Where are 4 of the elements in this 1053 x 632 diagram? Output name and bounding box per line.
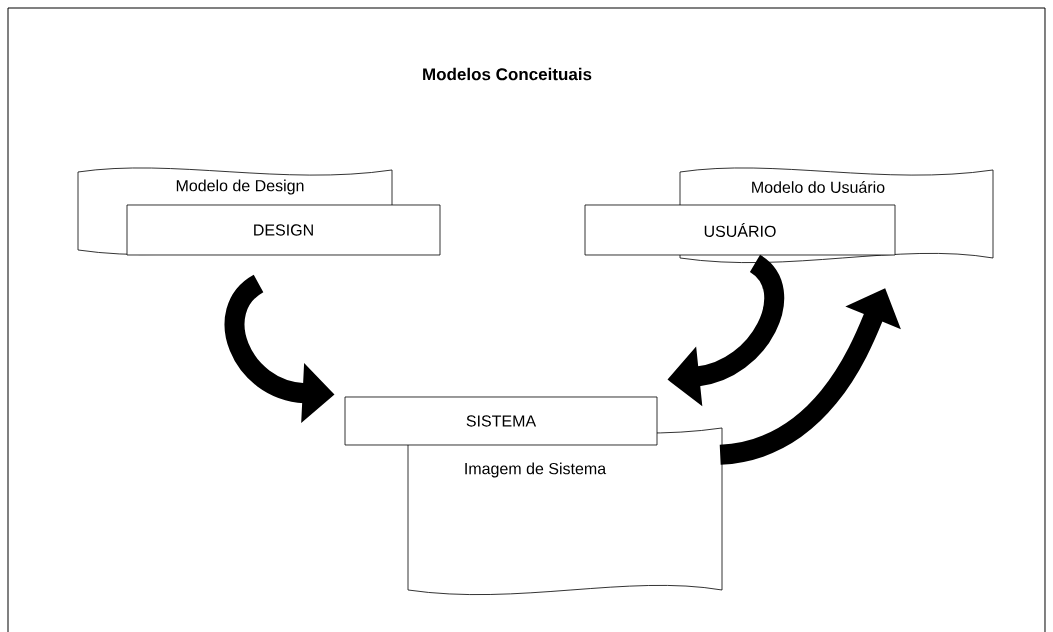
label-box: DESIGN <box>126 204 441 256</box>
label-box: USUÁRIO <box>584 204 896 256</box>
diagram-title: Modelos Conceituais <box>423 67 592 81</box>
label-box: SISTEMA <box>344 396 658 446</box>
